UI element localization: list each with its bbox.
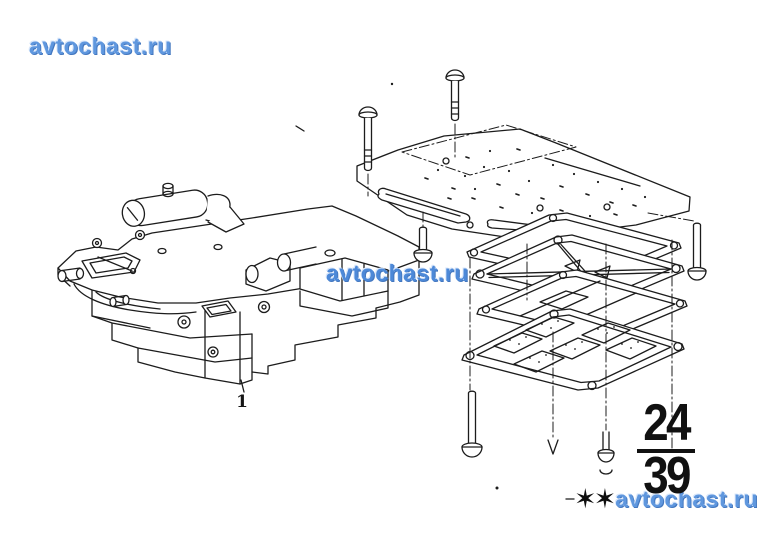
watermark-bottom-right: ✶✶ avtochast.ru: [574, 486, 758, 513]
solenoid-block: [245, 246, 389, 317]
bolt-bottom-right: [597, 431, 615, 475]
bolt-bottom-left: [461, 390, 483, 458]
separator-plate: [356, 128, 691, 238]
bolt-top-left: [358, 106, 378, 172]
construction-lines: [367, 123, 695, 449]
arrow-bottom-center: [547, 439, 559, 455]
page-indicator-denominator: 39: [643, 446, 691, 505]
callout-leader-line: [240, 379, 245, 393]
stray-marks: [295, 82, 575, 500]
watermark-bottom-right-label: avtochast.ru: [615, 486, 759, 512]
oil-screen-gasket: [461, 308, 685, 391]
watermark-top-left: avtochast.ru: [29, 33, 172, 59]
watermark-center: avtochast.ru: [326, 260, 469, 286]
valve-body-tube: [121, 189, 209, 227]
valve-body-assembly: [57, 182, 420, 385]
page-indicator: 24 39: [630, 394, 702, 505]
fraction-bar: [637, 448, 695, 453]
bolt-top-center: [445, 69, 465, 122]
star-icons: ✶✶: [574, 484, 616, 515]
plate-hole-marks: [424, 148, 637, 216]
plate-hole-dots: [436, 149, 647, 218]
part-callout-1: 1: [236, 392, 248, 412]
screen-stipple: [509, 320, 639, 363]
page-indicator-numerator: 24: [643, 394, 691, 452]
bolt-right: [687, 222, 707, 281]
bolt-mid-left: [413, 226, 433, 263]
